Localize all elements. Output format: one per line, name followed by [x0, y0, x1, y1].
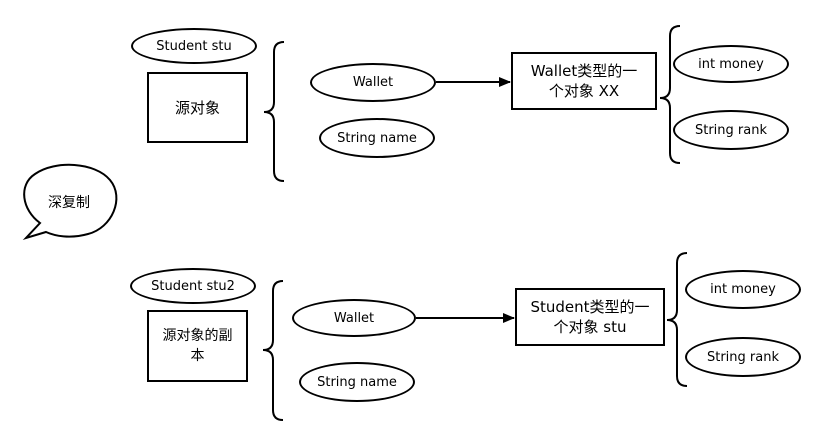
copy-object-line2: 本 [190, 348, 205, 364]
field-string-name: String name [319, 118, 435, 158]
wallet-object-line2: 个对象 XX [548, 82, 620, 100]
source-object-box: 源对象 [147, 72, 248, 143]
brace-original-right [659, 25, 681, 164]
field-string-rank-copy: String rank [685, 337, 801, 377]
source-object-label: 源对象 [174, 98, 220, 117]
brace-original-left [263, 41, 285, 182]
var-student-stu: Student stu [131, 28, 257, 64]
field-wallet: Wallet [310, 63, 436, 102]
field-int-money: int money [673, 45, 789, 83]
var-student-stu2: Student stu2 [130, 268, 256, 304]
field-string-name-copy: String name [299, 362, 415, 402]
wallet-object-box: Wallet类型的一 个对象 XX [511, 52, 657, 110]
student-object-line2: 个对象 stu [553, 318, 627, 336]
field-string-rank: String rank [673, 110, 789, 150]
copy-object-box: 源对象的副 本 [147, 310, 248, 382]
speech-bubble-shape [22, 163, 118, 241]
brace-copy-left [262, 280, 284, 421]
student-object-box: Student类型的一 个对象 stu [515, 288, 665, 346]
wallet-object-line1: Wallet类型的一 [530, 62, 638, 80]
field-wallet-copy: Wallet [292, 299, 416, 337]
copy-object-line1: 源对象的副 [162, 328, 233, 344]
field-int-money-copy: int money [685, 270, 801, 309]
deep-copy-label: 深复制 [48, 195, 90, 211]
student-object-line1: Student类型的一 [530, 298, 650, 316]
brace-copy-right [666, 252, 688, 387]
